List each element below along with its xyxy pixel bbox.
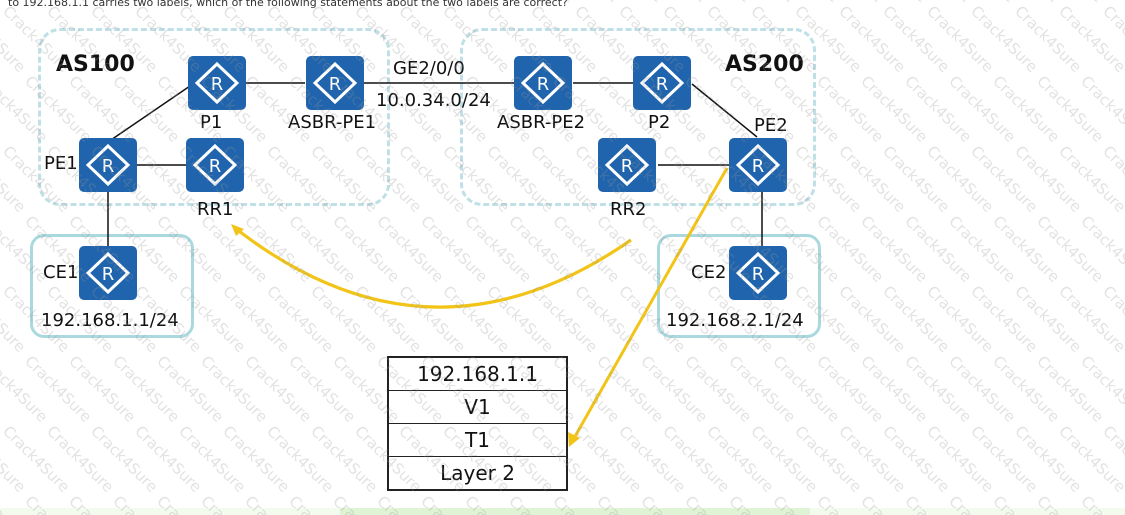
- label-stack-row-transport-label: T1: [389, 423, 566, 456]
- svg-text:R: R: [752, 156, 765, 177]
- router-label-p1: P1: [200, 112, 223, 133]
- svg-text:R: R: [537, 74, 550, 95]
- router-p1[interactable]: R: [188, 56, 246, 110]
- router-label-pe2: PE2: [754, 115, 788, 136]
- svg-text:R: R: [656, 74, 669, 95]
- label-stack-table: 192.168.1.1 V1 T1 Layer 2: [387, 356, 568, 491]
- ce2-subnet: 192.168.2.1/24: [666, 310, 804, 331]
- router-rr1[interactable]: R: [186, 138, 244, 192]
- router-label-asbr-pe1: ASBR-PE1: [288, 112, 377, 133]
- as100-boundary: [38, 28, 390, 206]
- svg-text:R: R: [211, 74, 224, 95]
- svg-text:R: R: [329, 74, 342, 95]
- svg-text:R: R: [102, 156, 115, 177]
- router-asbr-pe1[interactable]: R: [306, 56, 364, 110]
- router-icon: R: [735, 143, 781, 187]
- svg-text:R: R: [209, 156, 222, 177]
- svg-text:R: R: [752, 264, 765, 285]
- label-stack-row-vpn-label: V1: [389, 390, 566, 423]
- router-icon: R: [85, 251, 131, 295]
- svg-text:R: R: [102, 264, 115, 285]
- inter-as-interface-label: GE2/0/0: [393, 58, 465, 79]
- router-label-asbr-pe2: ASBR-PE2: [497, 112, 586, 133]
- label-stack-row-ip: 192.168.1.1: [417, 362, 538, 386]
- router-icon: R: [192, 143, 238, 187]
- as100-title: AS100: [56, 52, 135, 77]
- ce1-subnet: 192.168.1.1/24: [41, 310, 179, 331]
- router-pe2[interactable]: R: [729, 138, 787, 192]
- answer-strip-accent: [340, 508, 810, 515]
- router-icon: R: [85, 143, 131, 187]
- router-icon: R: [735, 251, 781, 295]
- router-icon: R: [639, 61, 685, 105]
- router-icon: R: [194, 61, 240, 105]
- router-label-rr2: RR2: [610, 199, 647, 220]
- label-stack-row-layer2: Layer 2: [389, 456, 566, 489]
- router-pe1[interactable]: R: [79, 138, 137, 192]
- router-icon: R: [520, 61, 566, 105]
- router-asbr-pe2[interactable]: R: [514, 56, 572, 110]
- router-label-ce1: CE1: [43, 262, 79, 283]
- router-icon: R: [312, 61, 358, 105]
- router-label-pe1: PE1: [44, 153, 78, 174]
- router-label-ce2: CE2: [691, 262, 727, 283]
- question-text: to 192.168.1.1 carries two labels, which…: [8, 0, 568, 9]
- svg-text:R: R: [621, 156, 634, 177]
- router-icon: R: [604, 143, 650, 187]
- as200-boundary: [460, 28, 816, 206]
- router-label-p2: P2: [648, 112, 671, 133]
- router-ce1[interactable]: R: [79, 246, 137, 300]
- router-rr2[interactable]: R: [598, 138, 656, 192]
- answer-strip: [0, 508, 1125, 515]
- router-p2[interactable]: R: [633, 56, 691, 110]
- ce1-site-boundary: [30, 234, 194, 338]
- as200-title: AS200: [725, 52, 804, 77]
- router-label-rr1: RR1: [197, 199, 234, 220]
- router-ce2[interactable]: R: [729, 246, 787, 300]
- inter-as-network-label: 10.0.34.0/24: [376, 90, 491, 111]
